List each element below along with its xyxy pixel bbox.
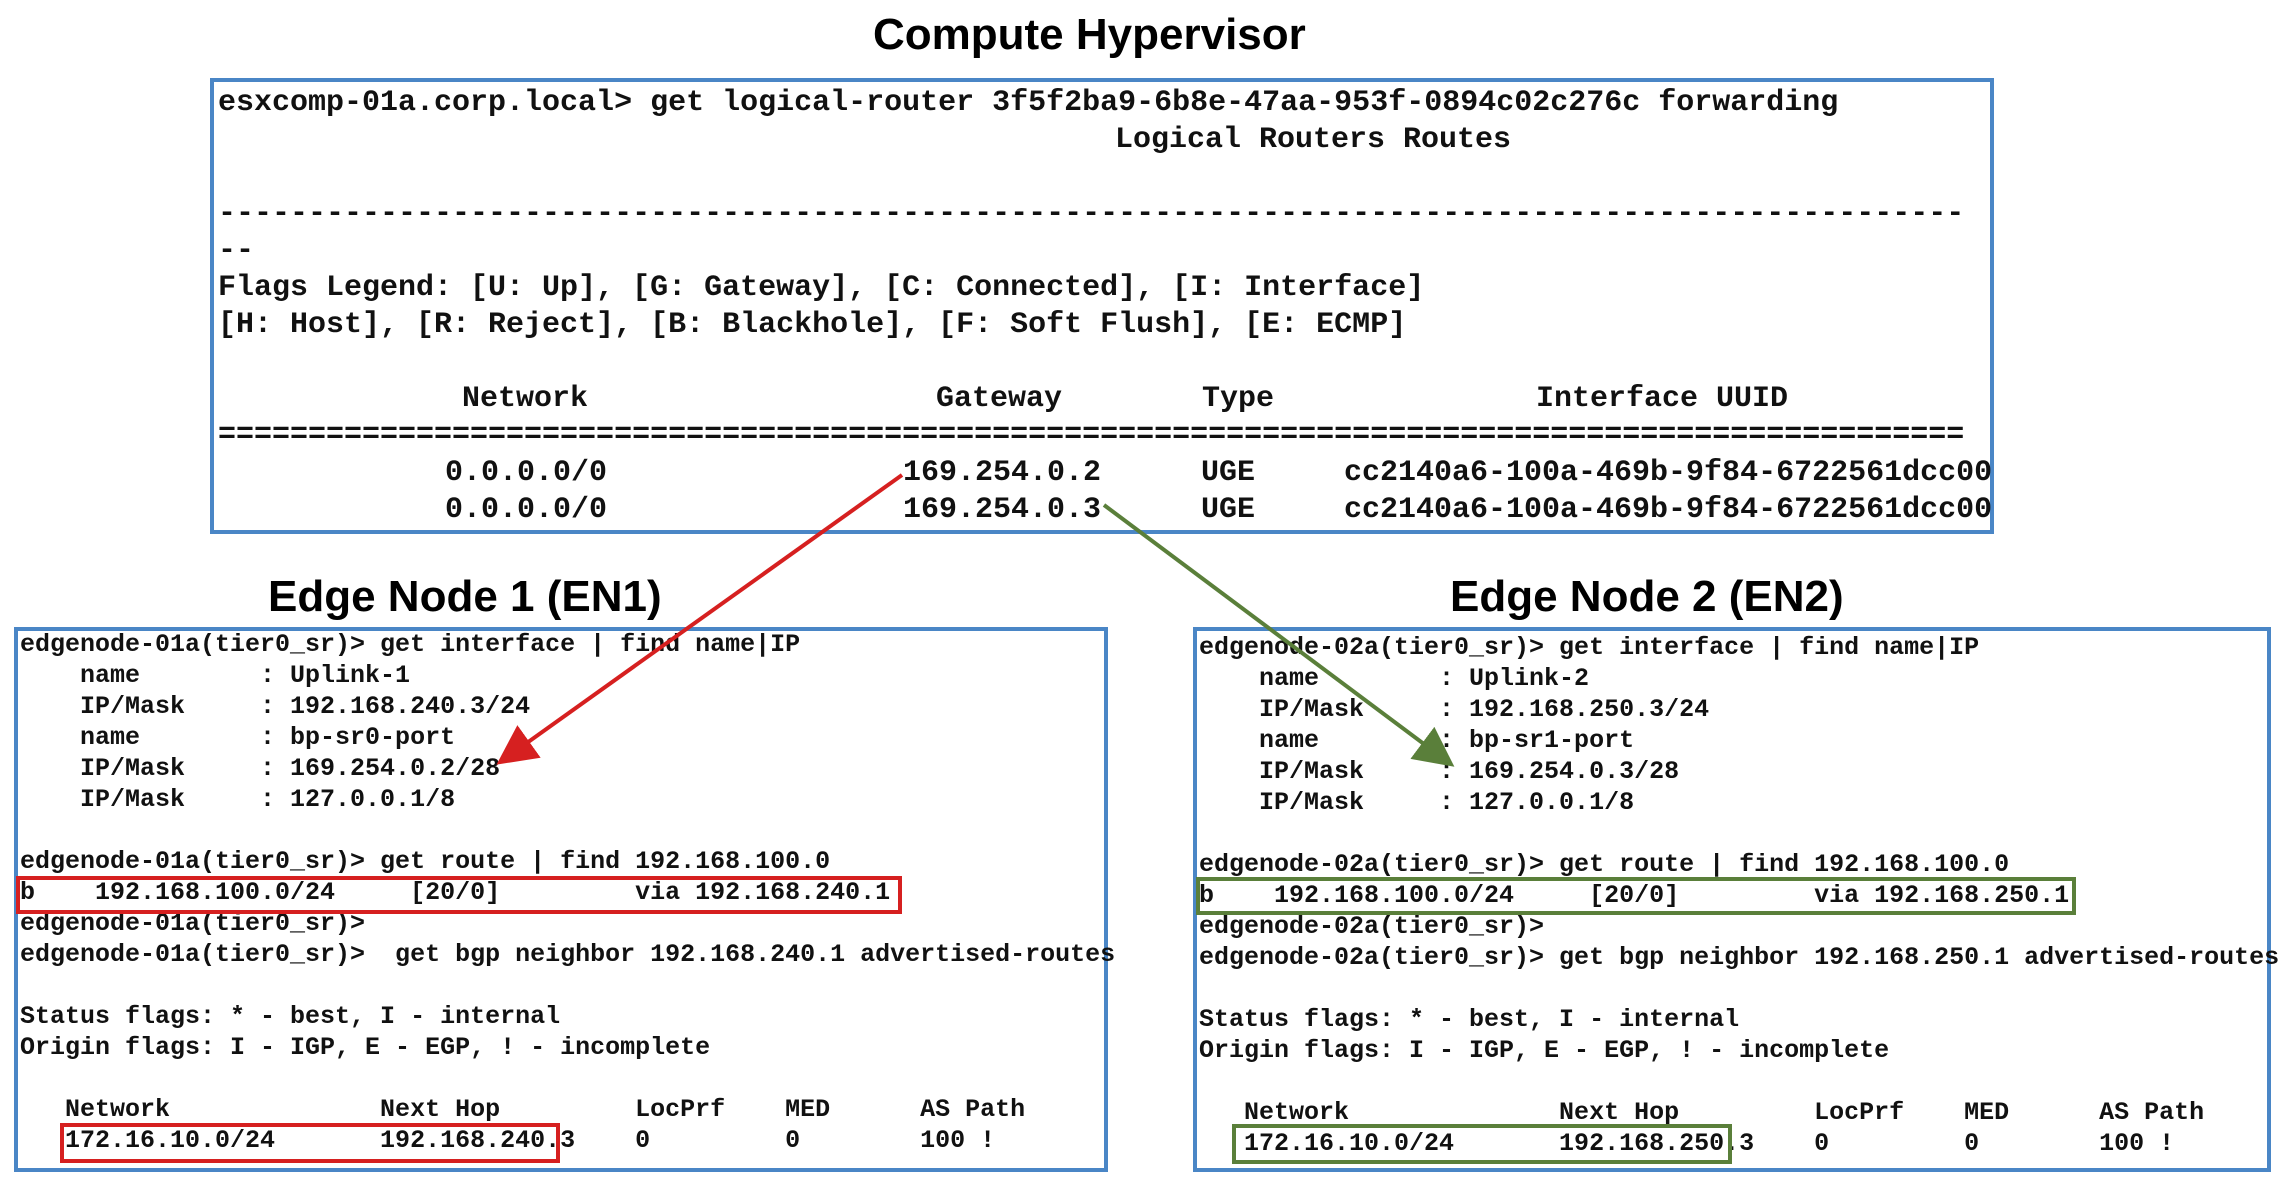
route-row-1-uuid: cc2140a6-100a-469b-9f84-6722561dcc00 [1344, 456, 1993, 490]
en2-terminal-line: edgenode-02a(tier0_sr)> [1199, 912, 1545, 941]
flags-legend-line-1: Flags Legend: [U: Up], [G: Gateway], [C:… [218, 271, 1425, 305]
compute-hypervisor-panel [210, 78, 1994, 534]
en2-terminal-line: IP/Mask : 127.0.0.1/8 [1199, 788, 1635, 817]
route-row-1-network: 0.0.0.0/0 [445, 456, 608, 490]
route-row-2-type: UGE [1201, 493, 1256, 527]
en1-terminal-line: IP/Mask : 192.168.240.3/24 [20, 692, 531, 721]
route-row-1-type: UGE [1201, 456, 1256, 490]
en2-terminal-line: Network Next Hop LocPrf MED AS Path [1199, 1098, 2205, 1127]
en1-terminal-line: 172.16.10.0/24 192.168.240.3 0 0 100 ! [20, 1126, 996, 1155]
header-network: Network [462, 382, 589, 416]
en2-route-highlight [1196, 877, 2076, 915]
dash-separator-wrap: -- [218, 234, 255, 268]
en1-advertised-route-highlight [60, 1123, 560, 1163]
en1-terminal-line: IP/Mask : 127.0.0.1/8 [20, 785, 456, 814]
en2-terminal-line: Origin flags: I - IGP, E - EGP, ! - inco… [1199, 1036, 1890, 1065]
route-row-2-gateway: 169.254.0.3 [903, 493, 1102, 527]
compute-command: esxcomp-01a.corp.local> get logical-rout… [218, 86, 1839, 120]
en2-terminal-line: name : bp-sr1-port [1259, 726, 1635, 755]
equals-separator: ========================================… [218, 418, 1965, 452]
en2-terminal-line: edgenode-02a(tier0_sr)> get bgp neighbor… [1199, 943, 2280, 972]
header-gateway: Gateway [936, 382, 1063, 416]
compute-hypervisor-title: Compute Hypervisor [873, 10, 1306, 59]
en2-terminal-line: 172.16.10.0/24 192.168.250.3 0 0 100 ! [1199, 1129, 2175, 1158]
en2-terminal-line: name : Uplink-2 [1199, 664, 1590, 693]
en1-terminal-line: edgenode-01a(tier0_sr)> get interface | … [20, 630, 801, 659]
en2-terminal-line: IP/Mask : 169.254.0.3/28 [1199, 757, 1680, 786]
edge-node-1-title: Edge Node 1 (EN1) [268, 572, 662, 621]
green-arrow [1102, 503, 1455, 767]
flags-legend-line-2: [H: Host], [R: Reject], [B: Blackhole], … [218, 308, 1407, 342]
en1-terminal-line: IP/Mask : 169.254.0.2/28 [20, 754, 501, 783]
en2-terminal-line: IP/Mask : 192.168.250.3/24 [1199, 695, 1710, 724]
route-row-2-uuid: cc2140a6-100a-469b-9f84-6722561dcc00 [1344, 493, 1993, 527]
edge-node-2-title: Edge Node 2 (EN2) [1450, 572, 1844, 621]
dash-separator: ----------------------------------------… [218, 197, 1965, 231]
en2-advertised-route-highlight [1232, 1124, 1732, 1164]
en1-terminal-line: edgenode-01a(tier0_sr)> get route | find… [20, 847, 831, 876]
en2-terminal-line: edgenode-02a(tier0_sr)> get route | find… [1199, 850, 2010, 879]
header-interface-uuid: Interface UUID [1536, 382, 1789, 416]
en2-terminal-line: edgenode-02a(tier0_sr)> get interface | … [1199, 633, 1980, 662]
en1-terminal-line: b 192.168.100.0/24 [20/0] via 192.168.24… [20, 878, 891, 907]
header-type: Type [1202, 382, 1275, 416]
en1-terminal-line: edgenode-01a(tier0_sr)> get bgp neighbor… [20, 940, 1116, 969]
en1-terminal-line: name : Uplink-1 [20, 661, 411, 690]
en1-terminal-line: Network Next Hop LocPrf MED AS Path [20, 1095, 1026, 1124]
edge-node-2-panel [1193, 627, 2271, 1172]
en1-terminal-line: name : bp-sr0-port [20, 723, 456, 752]
en2-terminal-line: Status flags: * - best, I - internal [1199, 1005, 1740, 1034]
en1-terminal-line: Status flags: * - best, I - internal [20, 1002, 561, 1031]
route-row-1-gateway: 169.254.0.2 [903, 456, 1102, 490]
route-row-2-network: 0.0.0.0/0 [445, 493, 608, 527]
en1-terminal-line: Origin flags: I - IGP, E - EGP, ! - inco… [20, 1033, 711, 1062]
en2-terminal-line: b 192.168.100.0/24 [20/0] via 192.168.25… [1199, 881, 2070, 910]
red-arrow [496, 473, 904, 765]
en1-route-highlight [16, 876, 902, 914]
routes-subtitle: Logical Routers Routes [1115, 123, 1512, 157]
